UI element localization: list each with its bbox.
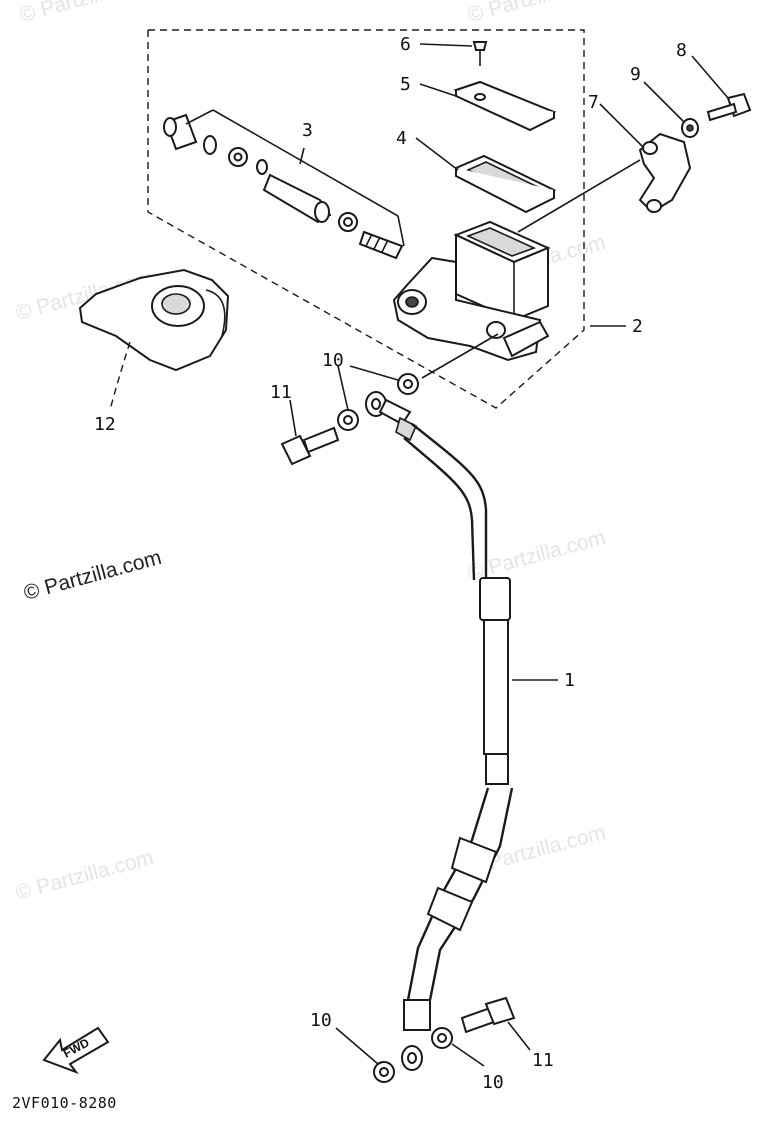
callout-10-bottom-right: 10 <box>482 1072 504 1093</box>
callout-4: 4 <box>396 128 407 149</box>
watermark-text: © Partzilla.com <box>465 0 608 27</box>
o-ring <box>256 159 268 175</box>
watermark-dark: © Partzilla.com <box>21 546 164 605</box>
diagram-code: 2VF010-8280 <box>12 1094 117 1112</box>
hose-sleeve <box>479 577 511 621</box>
callout-3: 3 <box>302 120 313 141</box>
reservoir-cap-group <box>453 41 557 214</box>
brake-hose <box>365 391 514 1071</box>
fwd-arrow: FWD <box>42 1026 110 1075</box>
banjo-bottom <box>373 996 516 1083</box>
leader-lines <box>109 43 729 1067</box>
clamp <box>638 132 692 214</box>
bolt-11-head <box>280 434 312 466</box>
bolt-11-bottom-head <box>484 996 516 1026</box>
callout-6: 6 <box>400 34 411 55</box>
callout-2: 2 <box>632 316 643 337</box>
callout-9: 9 <box>630 64 641 85</box>
callout-7: 7 <box>588 92 599 113</box>
kit-boundary <box>147 29 585 409</box>
piston-kit <box>163 109 405 260</box>
callout-5: 5 <box>400 74 411 95</box>
callout-10-bottom-left: 10 <box>310 1010 332 1031</box>
callout-11-top: 11 <box>270 382 292 403</box>
screw-head <box>472 41 488 51</box>
watermark-text: © Partzilla.com <box>17 0 160 27</box>
callout-1: 1 <box>564 670 575 691</box>
circlip <box>203 135 217 155</box>
watermark-text: © Partzilla.com <box>13 846 156 905</box>
callout-12: 12 <box>94 414 116 435</box>
master-cylinder <box>392 220 551 362</box>
callout-10-top: 10 <box>322 350 344 371</box>
callout-11-bottom: 11 <box>532 1050 554 1071</box>
callout-8: 8 <box>676 40 687 61</box>
cover <box>78 268 230 372</box>
banjo-top <box>280 373 419 466</box>
clamp-bolt-group <box>681 92 752 138</box>
callouts: 6 5 4 3 7 9 8 2 10 11 12 1 10 11 10 <box>94 34 687 1093</box>
